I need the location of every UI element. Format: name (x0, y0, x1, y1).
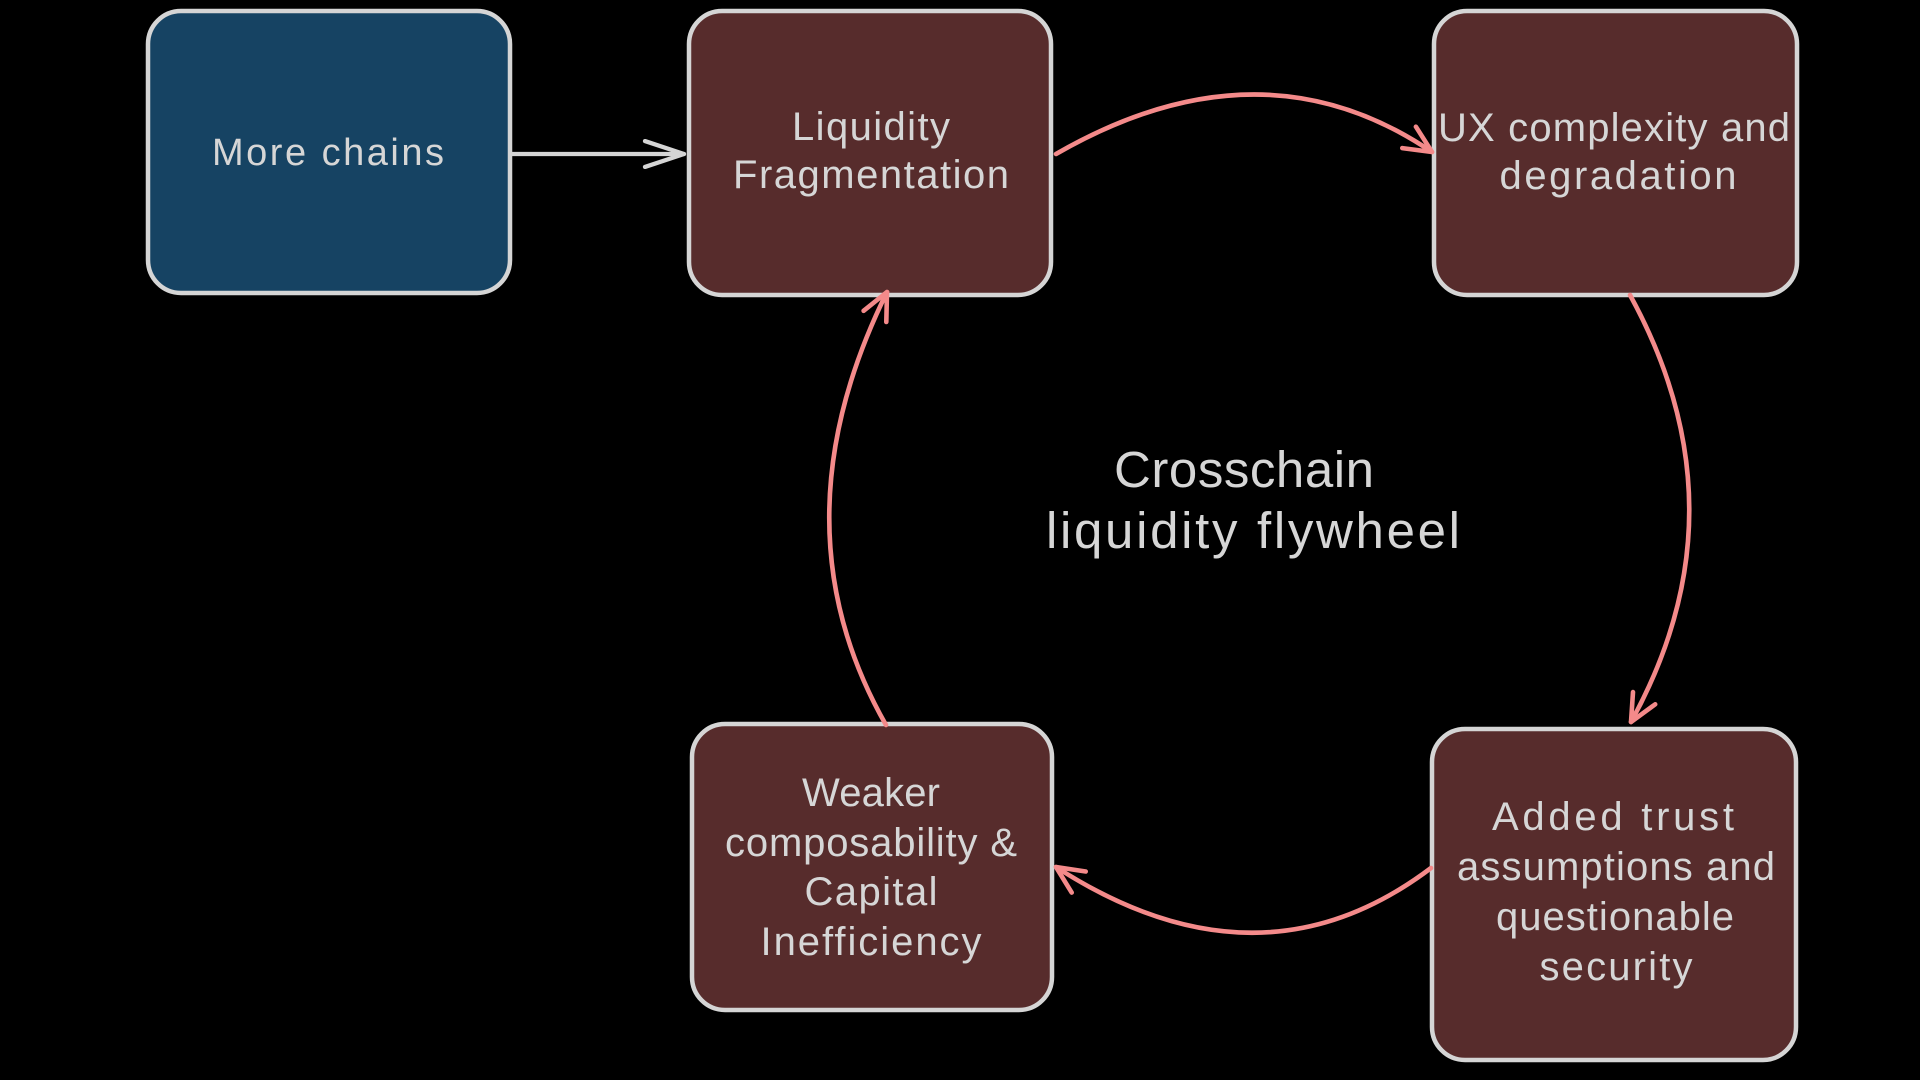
svg-text:UX complexity and: UX complexity and (1438, 106, 1790, 150)
svg-text:More chains: More chains (212, 132, 444, 174)
svg-text:Added trust: Added trust (1492, 795, 1734, 839)
svg-text:Weaker: Weaker (802, 771, 940, 815)
svg-text:composability &: composability & (725, 821, 1017, 865)
svg-text:Capital: Capital (805, 870, 938, 914)
svg-text:Fragmentation: Fragmentation (733, 153, 1009, 197)
svg-text:liquidity flywheel: liquidity flywheel (1046, 502, 1460, 559)
svg-text:questionable: questionable (1496, 895, 1734, 939)
svg-text:Crosschain: Crosschain (1114, 441, 1374, 498)
svg-text:Liquidity: Liquidity (792, 105, 950, 149)
svg-text:security: security (1540, 945, 1693, 989)
svg-text:assumptions and: assumptions and (1457, 845, 1775, 889)
svg-text:degradation: degradation (1500, 154, 1737, 198)
svg-text:Inefficiency: Inefficiency (761, 920, 982, 964)
